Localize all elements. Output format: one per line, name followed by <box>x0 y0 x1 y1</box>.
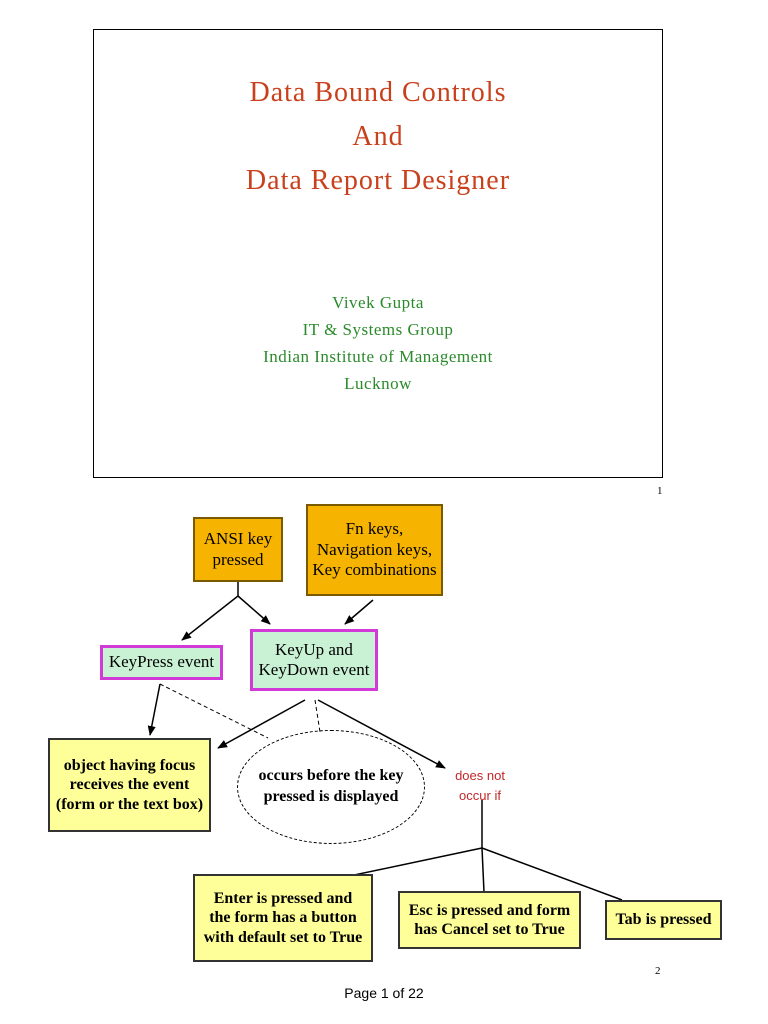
fn-keys-box: Fn keys, Navigation keys, Key combinatio… <box>306 504 443 596</box>
esc-pressed-box: Esc is pressed and form has Cancel set t… <box>398 891 581 949</box>
author-name: Vivek Gupta <box>332 293 424 312</box>
dashed-keyup-to-ellipse <box>314 699 321 733</box>
arrow-ansi-to-keyup <box>237 595 271 625</box>
slide-title-line-3: Data Report Designer <box>245 165 511 196</box>
author-city: Lucknow <box>344 374 412 393</box>
author-institute: Indian Institute of Management <box>263 347 493 366</box>
line-branch-to-esc <box>481 847 485 893</box>
does-not-occur-note: does not occur if <box>455 768 505 803</box>
arrow-ansi-to-keypress <box>181 582 239 641</box>
slide-1-frame: Data Bound Controls And Data Report Desi… <box>93 29 663 478</box>
arrow-fn-to-keyup <box>344 599 374 625</box>
keypress-event-box: KeyPress event <box>100 645 223 680</box>
page-indicator: Page 1 of 22 <box>344 985 424 1001</box>
slide-title-line-2: And <box>352 121 404 152</box>
slide-1-number: 1 <box>657 485 663 497</box>
enter-pressed-box: Enter is pressed and the form has a butt… <box>193 874 373 962</box>
dashed-keypress-to-ellipse <box>159 683 269 739</box>
arrow-keyup-to-note <box>317 699 446 769</box>
arrow-keypress-to-focus <box>147 683 161 736</box>
slide-2-number: 2 <box>655 965 661 977</box>
ansi-key-box: ANSI key pressed <box>193 517 283 582</box>
tab-pressed-box: Tab is pressed <box>605 900 722 940</box>
author-group: IT & Systems Group <box>302 320 454 339</box>
arrow-keyup-to-focus <box>217 699 306 749</box>
slide-title-line-1: Data Bound Controls <box>249 77 507 108</box>
line-branch-to-tab <box>481 847 623 901</box>
timing-note-ellipse: occurs before the key pressed is display… <box>237 730 425 844</box>
keyup-keydown-event-box: KeyUp and KeyDown event <box>250 629 378 691</box>
line-branch-to-enter <box>339 847 483 879</box>
focus-object-box: object having focus receives the event (… <box>48 738 211 832</box>
